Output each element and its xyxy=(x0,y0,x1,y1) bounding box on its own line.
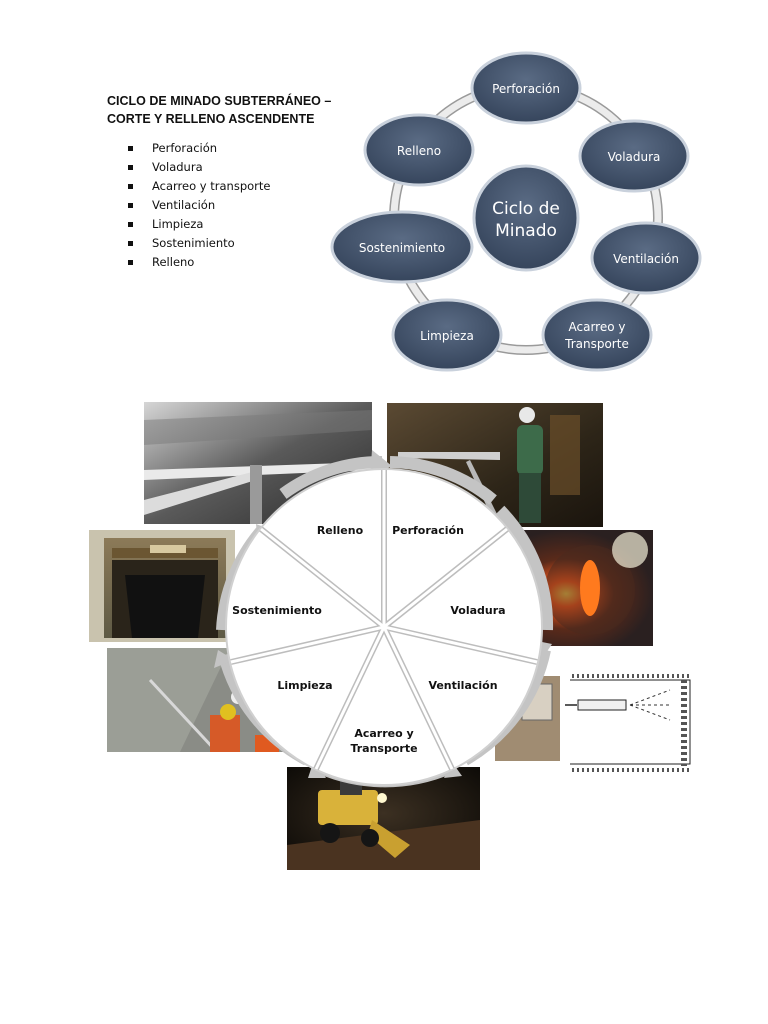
list-item: Sostenimiento xyxy=(128,234,270,253)
cycle-node-voladura: Voladura xyxy=(578,119,690,193)
cycle-node-perforacion: Perforación xyxy=(470,51,582,125)
photo-ventilacion-icon xyxy=(495,668,693,782)
bullet-square-icon xyxy=(128,241,133,246)
wheel-dividers-inner xyxy=(230,470,538,770)
list-item: Voladura xyxy=(128,158,270,177)
title-line-1: CICLO DE MINADO SUBTERRÁNEO – xyxy=(107,94,332,108)
node-label: Perforación xyxy=(492,82,560,96)
segment-label-relleno: Relleno xyxy=(317,524,364,537)
center-label-line-1: Ciclo de xyxy=(492,199,560,219)
title-line-2: CORTE Y RELLENO ASCENDENTE xyxy=(107,112,315,126)
segment-label-voladura: Voladura xyxy=(450,604,505,617)
bullet-square-icon xyxy=(128,146,133,151)
node-label: Relleno xyxy=(397,144,441,158)
node-label-line-2: Transporte xyxy=(564,337,629,351)
node-label-line-1: Acarreo y xyxy=(569,320,626,334)
wheel-labels: Relleno Perforación Voladura Ventilación… xyxy=(232,524,505,755)
node-label: Sostenimiento xyxy=(359,241,445,255)
node-label: Voladura xyxy=(608,150,661,164)
list-item: Relleno xyxy=(128,253,270,272)
cycle-node-relleno: Relleno xyxy=(363,113,475,187)
segment-label-perforacion: Perforación xyxy=(392,524,464,537)
photo-sostenimiento-icon xyxy=(89,530,235,642)
center-label-line-2: Minado xyxy=(495,221,557,241)
segment-label-ventilacion: Ventilación xyxy=(428,679,497,692)
bullet-square-icon xyxy=(128,260,133,265)
bullet-square-icon xyxy=(128,203,133,208)
segment-label-limpieza: Limpieza xyxy=(277,679,332,692)
cycle-node-ventilacion: Ventilación xyxy=(590,221,702,295)
segment-label-acarreo-line-2: Transporte xyxy=(350,742,417,755)
page-title: CICLO DE MINADO SUBTERRÁNEO – CORTE Y RE… xyxy=(107,92,347,128)
cycle-node-acarreo: Acarreo y Transporte xyxy=(541,298,653,372)
list-item: Acarreo y transporte xyxy=(128,177,270,196)
mining-cycle-diagram: Ciclo de Minado Perforación Voladura Ven… xyxy=(330,51,702,372)
cycle-node-sostenimiento: Sostenimiento xyxy=(330,210,474,284)
bullet-square-icon xyxy=(128,165,133,170)
node-label: Limpieza xyxy=(420,329,474,343)
stage-list: Perforación Voladura Acarreo y transport… xyxy=(128,139,270,272)
cycle-node-limpieza: Limpieza xyxy=(391,298,503,372)
cycle-center: Ciclo de Minado xyxy=(472,164,580,272)
node-label: Ventilación xyxy=(613,252,679,266)
segment-label-sostenimiento: Sostenimiento xyxy=(232,604,322,617)
segment-label-acarreo-line-1: Acarreo y xyxy=(354,727,413,740)
bullet-square-icon xyxy=(128,222,133,227)
list-item: Ventilación xyxy=(128,196,270,215)
bullet-square-icon xyxy=(128,184,133,189)
list-item: Perforación xyxy=(128,139,270,158)
list-item: Limpieza xyxy=(128,215,270,234)
